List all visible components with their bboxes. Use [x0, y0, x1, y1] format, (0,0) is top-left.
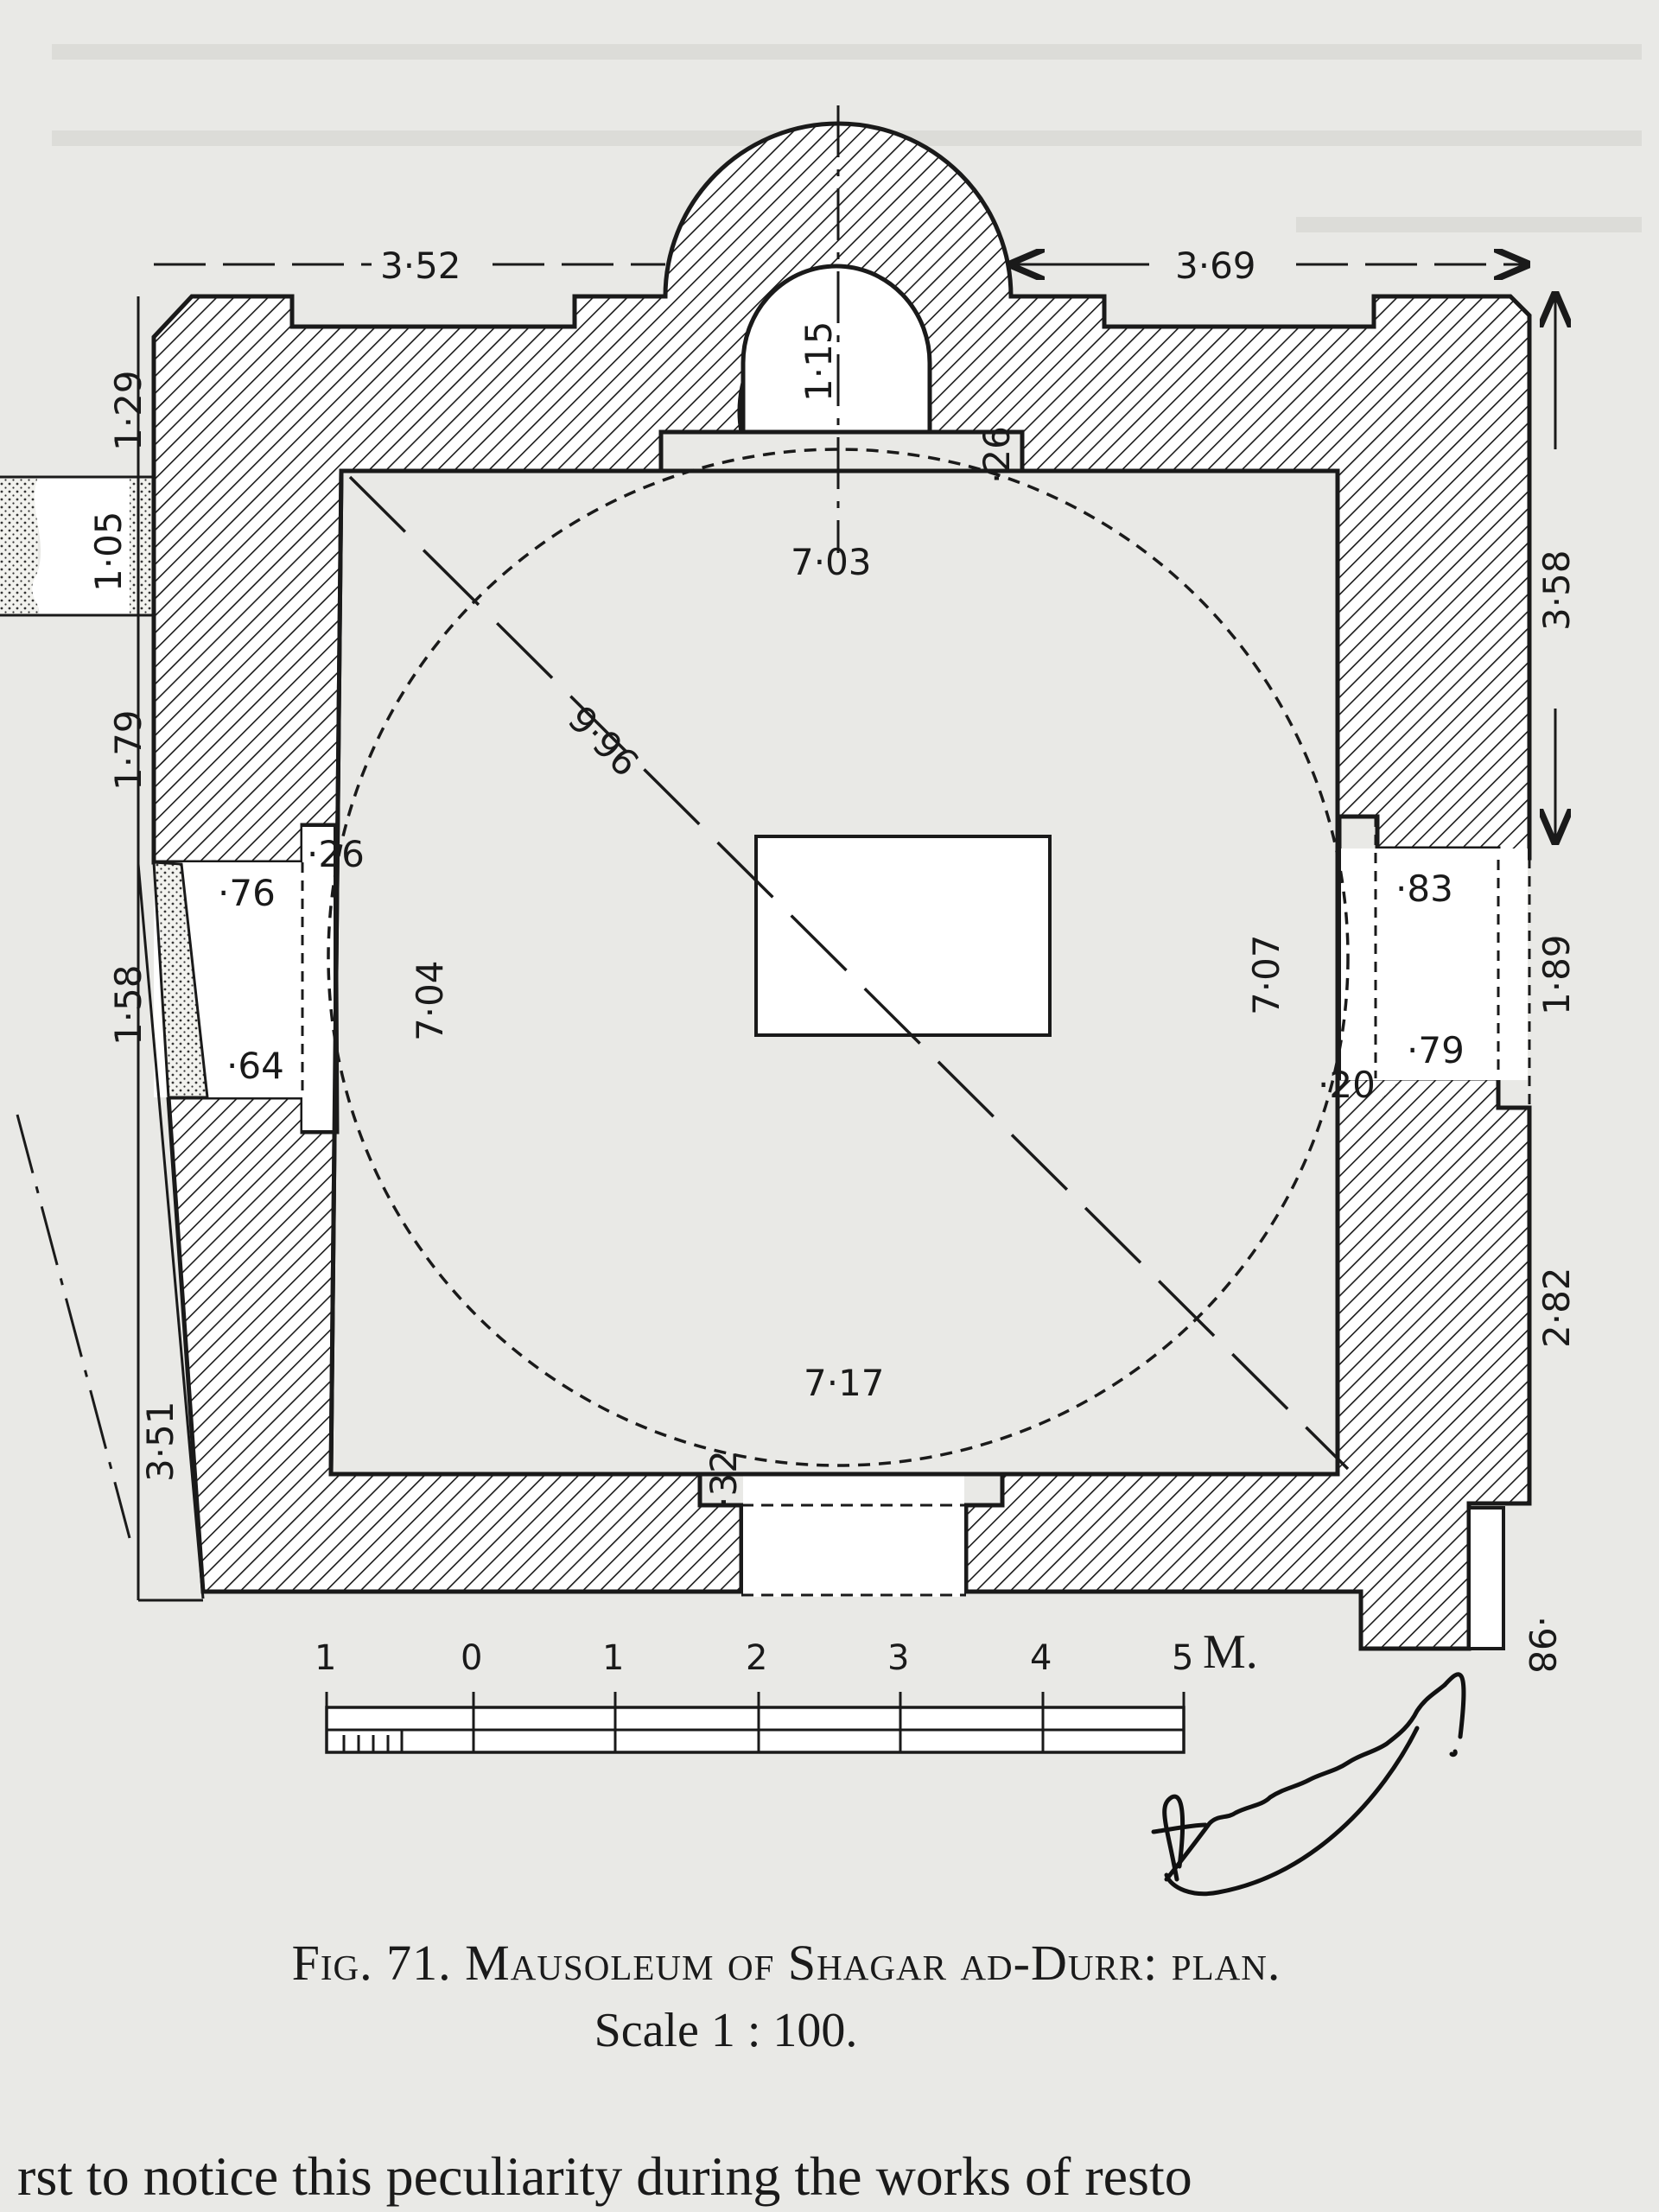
dim-left-upper: 1·29	[107, 370, 149, 451]
apse-niche	[741, 264, 932, 435]
figure-scale-caption: Scale 1 : 100.	[594, 2004, 858, 2057]
dim-left-window: 1·05	[87, 511, 130, 592]
signature	[1151, 1672, 1466, 1897]
cenotaph	[754, 835, 1052, 1037]
figure-caption: Fig. 71. Mausoleum of Shagar ad-Durr: pl…	[291, 1935, 1281, 1991]
dim-right-lower: 2·82	[1535, 1267, 1578, 1348]
dim-east-width: 7·07	[1245, 934, 1287, 1015]
scale-tick-label: 1	[315, 1638, 336, 1678]
diagonal-line	[348, 475, 1350, 1471]
corner-buttress	[1467, 1506, 1505, 1650]
dim-right-door: 1·89	[1535, 934, 1578, 1015]
dim-west-door-top: ·76	[218, 872, 276, 914]
scale-tick-label: 1	[602, 1638, 624, 1678]
dim-top-right: 3·69	[1175, 245, 1256, 287]
dim-left-bottom: 3·51	[139, 1401, 181, 1482]
dim-south-width: 7·17	[804, 1362, 885, 1404]
scale-tick-label: 3	[887, 1638, 909, 1678]
dim-right-bottom: ·98	[1521, 1616, 1563, 1674]
west-doorway	[152, 823, 337, 1134]
scale-tick-label: 2	[746, 1638, 767, 1678]
adjoining-wall	[0, 475, 152, 617]
dim-left-mid: 1·79	[107, 709, 149, 791]
dome-circle	[327, 448, 1350, 1467]
scale-tick-label: 5	[1172, 1638, 1193, 1678]
dim-west-door-bottom: ·64	[226, 1045, 284, 1087]
east-doorway	[1341, 817, 1531, 1108]
south-doorway	[700, 1472, 1002, 1597]
dim-west-width: 7·04	[409, 960, 451, 1041]
dim-top-left: 3·52	[380, 245, 461, 287]
dim-west-door-upper: ·26	[307, 833, 365, 875]
dimension-labels: 3·52 3·69 1·15 ·26 7·03 9·96 7·04 7·07 7…	[87, 245, 1578, 1674]
scale-tick-label: 4	[1030, 1638, 1052, 1678]
dim-left-door: 1·58	[107, 964, 149, 1046]
outer-dimension-lines	[16, 296, 205, 1602]
dim-apse-depth: 1·15	[798, 321, 840, 402]
inner-chamber	[328, 468, 1340, 1477]
scale-unit: M.	[1203, 1625, 1258, 1679]
dim-north-width: 7·03	[791, 541, 872, 583]
body-text-fragment: rst to notice this peculiarity during th…	[17, 2145, 1192, 2207]
scale-bar: 1 0 1 2 3 4 5 M.	[315, 1625, 1258, 1754]
dim-apse-side: ·26	[976, 426, 1018, 484]
dim-right-upper: 3·58	[1535, 550, 1578, 631]
scale-tick-label: 0	[461, 1638, 482, 1678]
dim-south-door: ·32	[702, 1450, 745, 1508]
dim-east-door-top: ·83	[1395, 868, 1453, 910]
dim-east-door-bottom: ·79	[1407, 1029, 1465, 1071]
dim-east-door-corner: ·20	[1318, 1064, 1376, 1106]
